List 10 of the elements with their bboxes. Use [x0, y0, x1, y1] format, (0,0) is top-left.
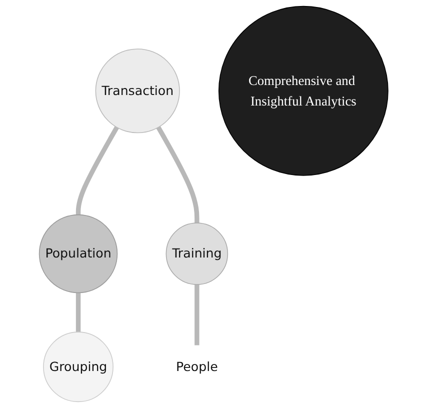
node-circle: Transaction — [96, 48, 180, 134]
connector — [194, 284, 200, 346]
connector — [76, 292, 81, 332]
connector — [76, 126, 120, 215]
node-circle: Comprehensive and Insightful Analytics — [218, 6, 389, 176]
node-text: People — [176, 359, 218, 374]
node-circle: Training — [166, 222, 228, 285]
connector — [156, 126, 200, 224]
node-circle: Population — [39, 214, 118, 294]
node-circle: Grouping — [43, 332, 114, 402]
